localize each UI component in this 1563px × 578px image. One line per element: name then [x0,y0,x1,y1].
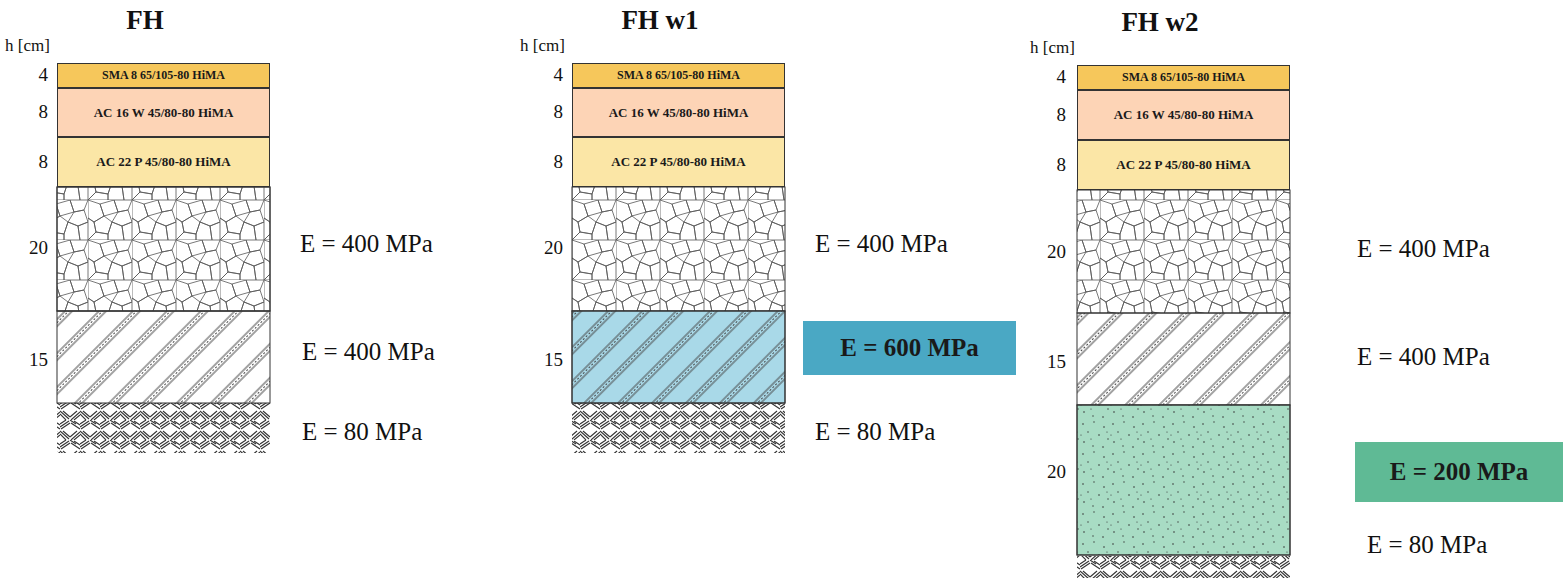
thickness-number: 8 [1057,154,1067,176]
asphalt-layer: AC 22 P 45/80-80 HiMA [57,137,270,187]
asphalt-layer: SMA 8 65/105-80 HiMA [572,63,785,88]
thickness-number: 4 [1057,66,1067,88]
highlight-box: E = 600 MPa [803,321,1016,375]
layer-name: E = 200 MPa [1390,458,1529,486]
layer-name: AC 22 P 45/80-80 HiMA [611,154,745,170]
layer-name: SMA 8 65/105-80 HiMA [102,68,225,83]
asphalt-layer: SMA 8 65/105-80 HiMA [1077,65,1290,90]
thickness-number: 15 [29,349,48,371]
column-title: FH w2 [1121,7,1198,38]
thickness-number: 4 [39,64,49,86]
thickness-number: 8 [1057,104,1067,126]
modulus-label: E = 400 MPa [1357,343,1490,371]
layer-name: SMA 8 65/105-80 HiMA [617,68,740,83]
axis-label: h [cm] [1030,38,1075,58]
modulus-label: E = 400 MPa [302,338,435,366]
layer-stack [572,187,785,453]
layer-stack [57,187,270,453]
modulus-label: E = 400 MPa [815,230,948,258]
layer-name: AC 22 P 45/80-80 HiMA [1116,157,1250,173]
asphalt-layer: AC 22 P 45/80-80 HiMA [1077,140,1290,190]
thickness-number: 20 [29,237,48,259]
asphalt-layer: SMA 8 65/105-80 HiMA [57,63,270,88]
asphalt-layer: AC 16 W 45/80-80 HiMA [1077,90,1290,140]
thickness-number: 8 [39,101,49,123]
thickness-number: 8 [554,151,564,173]
layer-name: AC 16 W 45/80-80 HiMA [1114,107,1254,123]
modulus-label: E = 400 MPa [300,230,433,258]
thickness-number: 20 [544,237,563,259]
column-title: FH w1 [621,5,698,36]
layer-name: AC 22 P 45/80-80 HiMA [96,154,230,170]
thickness-number: 8 [554,101,564,123]
asphalt-layer: AC 16 W 45/80-80 HiMA [57,88,270,137]
modulus-label: E = 80 MPa [302,418,422,446]
modulus-label: E = 80 MPa [815,418,935,446]
axis-label: h [cm] [5,36,50,56]
axis-label: h [cm] [520,36,565,56]
thickness-number: 15 [544,349,563,371]
asphalt-layer: AC 22 P 45/80-80 HiMA [572,137,785,187]
layer-name: SMA 8 65/105-80 HiMA [1122,70,1245,85]
layer-stack [1077,190,1290,578]
modulus-label: E = 400 MPa [1357,235,1490,263]
thickness-number: 4 [554,64,564,86]
thickness-number: 8 [39,151,49,173]
thickness-number: 15 [1047,351,1066,373]
layer-name: E = 600 MPa [840,334,979,362]
modulus-label: E = 80 MPa [1367,531,1487,559]
highlight-box: E = 200 MPa [1355,442,1563,502]
layer-name: AC 16 W 45/80-80 HiMA [609,105,749,121]
column-title: FH [126,5,164,36]
thickness-number: 20 [1047,241,1066,263]
layer-name: AC 16 W 45/80-80 HiMA [94,105,234,121]
thickness-number: 20 [1047,461,1066,483]
asphalt-layer: AC 16 W 45/80-80 HiMA [572,88,785,137]
